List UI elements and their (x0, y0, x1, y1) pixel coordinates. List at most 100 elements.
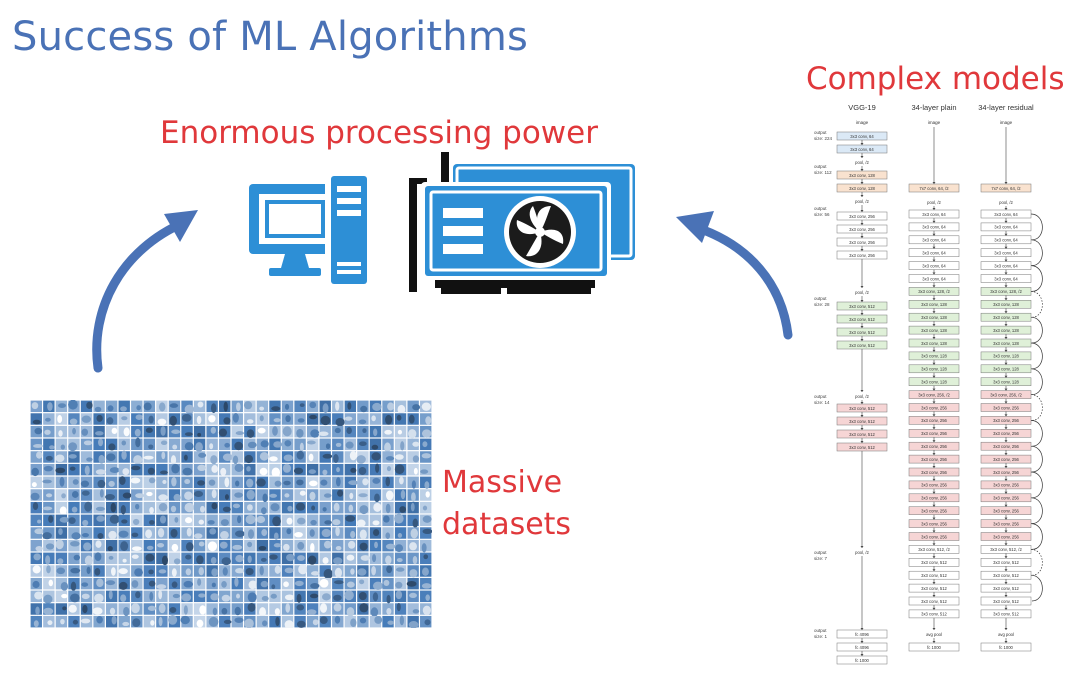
dataset-thumbnail-content (136, 405, 141, 411)
dataset-thumbnail-content (335, 417, 345, 427)
layer-box: 3x3 conv, 128 (980, 338, 1032, 348)
svg-text:3x3 conv, 256: 3x3 conv, 256 (921, 444, 947, 449)
layer-box: 3x3 conv, 64 (908, 261, 960, 270)
layer-box: 3x3 conv, 256 (980, 519, 1032, 528)
dataset-thumbnail-content (224, 477, 230, 488)
dataset-thumbnail-content (160, 426, 166, 436)
dataset-thumbnail-content (274, 480, 282, 487)
dataset-thumbnail-content (285, 415, 291, 423)
layer-box: 3x3 conv, 512 (836, 301, 888, 311)
dataset-thumbnail-content (359, 603, 369, 613)
dataset-thumbnail-content (96, 515, 105, 522)
layer-box: 3x3 conv, 64 (908, 274, 960, 283)
dataset-thumbnail-content (135, 591, 141, 599)
svg-text:3x3 conv, 128: 3x3 conv, 128 (921, 328, 947, 333)
dataset-thumbnail-content (211, 568, 219, 577)
svg-text:3x3 conv, 512: 3x3 conv, 512 (921, 612, 947, 617)
dataset-thumbnail-content (283, 581, 289, 588)
layer-box: 3x3 conv, 256 (980, 416, 1032, 425)
dataset-thumbnail-content (157, 527, 165, 538)
dataset-thumbnail-content (409, 569, 418, 578)
dataset-thumbnail-content (111, 567, 116, 576)
dataset-thumbnail-content (183, 580, 194, 588)
dataset-thumbnail-content (80, 618, 91, 624)
dataset-thumbnail-content (371, 415, 376, 422)
dataset-thumbnail-content (45, 417, 51, 422)
dataset-thumbnail-content (372, 520, 380, 526)
dataset-thumbnail-content (181, 593, 192, 602)
dataset-thumbnail-content (211, 465, 219, 473)
dataset-thumbnail-content (412, 555, 418, 565)
svg-text:3x3 conv, 256, /2: 3x3 conv, 256, /2 (918, 392, 950, 397)
dataset-thumbnail-content (120, 406, 127, 412)
dataset-thumbnail-content (270, 503, 280, 512)
dataset-thumbnail (55, 577, 68, 590)
dataset-thumbnail-content (119, 581, 128, 590)
dataset-thumbnail-content (408, 429, 417, 439)
dataset-thumbnail-content (275, 616, 280, 627)
dataset-thumbnail-content (308, 453, 314, 462)
svg-text:3x3 conv, 256: 3x3 conv, 256 (921, 418, 947, 423)
dataset-thumbnail-content (247, 602, 256, 612)
dataset-thumbnail-content (236, 402, 241, 412)
svg-text:3x3 conv, 256: 3x3 conv, 256 (993, 405, 1019, 410)
svg-text:3x3 conv, 256: 3x3 conv, 256 (921, 509, 947, 514)
dataset-thumbnail-content (148, 415, 154, 424)
svg-text:3x3 conv, 256: 3x3 conv, 256 (993, 444, 1019, 449)
dataset-thumbnail-content (295, 502, 306, 511)
dataset-thumbnail (306, 615, 319, 628)
dataset-thumbnail-content (94, 406, 102, 413)
dataset-thumbnail (93, 400, 105, 413)
dataset-thumbnail-content (222, 453, 233, 461)
dataset-thumbnail-content (158, 589, 163, 600)
dataset-thumbnail-content (209, 528, 217, 535)
layer-box: 3x3 conv, 512 (908, 558, 960, 567)
layer-box: 7x7 conv, 64, /2 (980, 183, 1032, 193)
dataset-thumbnail (407, 451, 419, 463)
dataset-thumbnail (244, 413, 256, 425)
dataset-thumbnail-content (34, 528, 45, 535)
output-size-label: size: 28 (814, 302, 830, 307)
layer-box: 3x3 conv, 64 (980, 235, 1032, 245)
dataset-thumbnail-content (172, 593, 180, 599)
dataset-thumbnail-content (320, 415, 331, 426)
layer-box: 3x3 conv, 64 (836, 144, 888, 154)
dataset-thumbnail-content (422, 515, 432, 523)
dataset-thumbnail-content (60, 581, 69, 591)
layer-box: 3x3 conv, 512 (836, 340, 888, 350)
layer-box: 3x3 conv, 64 (980, 274, 1032, 283)
svg-text:3x3 conv, 64: 3x3 conv, 64 (922, 212, 946, 217)
dataset-thumbnail-content (149, 520, 155, 525)
dataset-thumbnail-content (387, 402, 395, 411)
dataset-thumbnail-content (387, 620, 394, 625)
dataset-thumbnail-content (143, 455, 154, 460)
dataset-thumbnail-content (311, 505, 316, 511)
dataset-thumbnail-content (259, 467, 268, 476)
dataset-thumbnail-content (97, 533, 104, 539)
dataset-thumbnail (30, 476, 42, 489)
dataset-thumbnail-content (98, 438, 104, 447)
dataset-thumbnail-content (185, 568, 192, 576)
dataset-thumbnail-content (394, 464, 405, 475)
dataset-thumbnail-content (396, 602, 401, 612)
dataset-thumbnail-content (296, 517, 306, 525)
output-size-label: size: 56 (814, 212, 830, 217)
output-size-label: size: 1 (814, 634, 828, 639)
layer-box: 3x3 conv, 128 (908, 364, 960, 374)
dataset-thumbnail-content (271, 584, 276, 590)
dataset-thumbnail-content (32, 419, 41, 425)
dataset-thumbnail-content (145, 529, 153, 539)
dataset-thumbnail-content (400, 441, 405, 451)
dataset-thumbnail-content (84, 501, 92, 512)
dataset-thumbnail-content (385, 532, 391, 540)
layer-box: 3x3 conv, 256 (908, 480, 960, 490)
layer-box: 3x3 conv, 256 (908, 454, 960, 464)
dataset-thumbnail-content (131, 580, 139, 588)
dataset-thumbnail-content (68, 604, 77, 613)
dataset-thumbnail-content (37, 519, 42, 524)
dataset-thumbnail-content (323, 568, 333, 579)
svg-text:pool, /2: pool, /2 (855, 550, 869, 555)
dataset-thumbnail-content (397, 429, 403, 435)
dataset-thumbnail-content (148, 444, 154, 450)
dataset-thumbnail-content (356, 455, 366, 464)
